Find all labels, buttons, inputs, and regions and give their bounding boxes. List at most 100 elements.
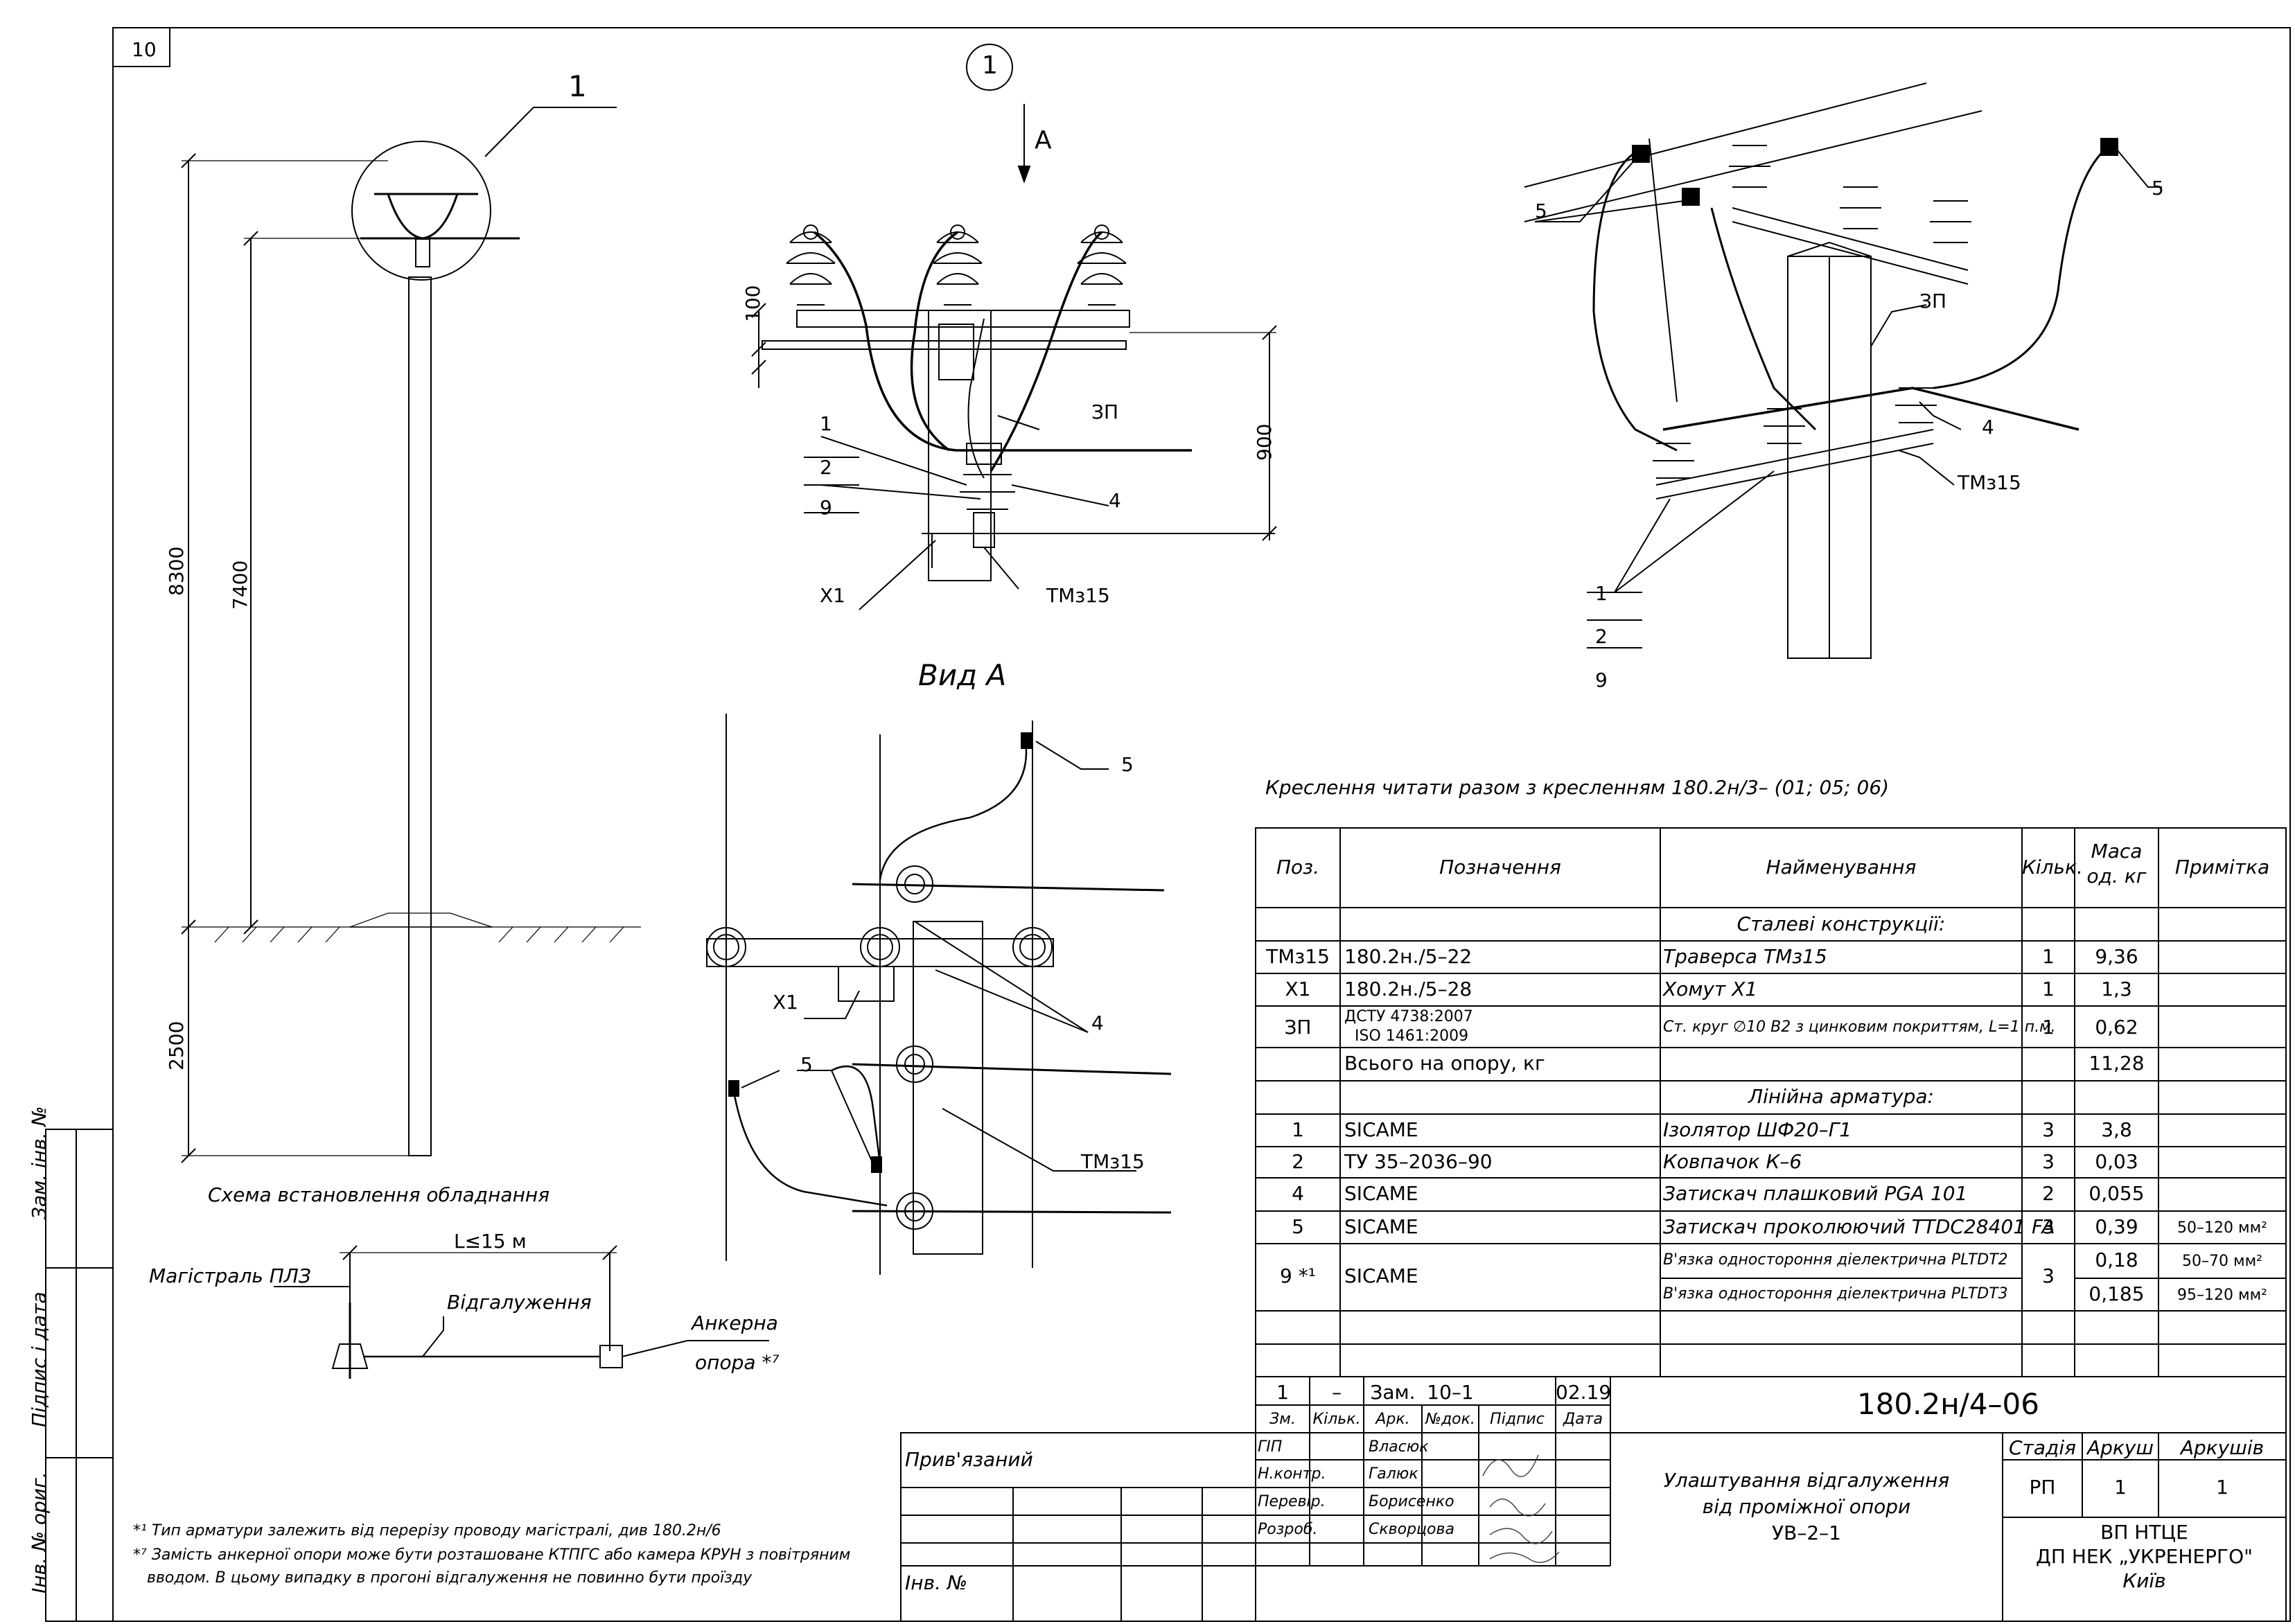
stage-value: РП (2029, 1476, 2056, 1499)
steel-row-qty: 1 (2042, 978, 2055, 1000)
iso-label-1: 1 (1595, 582, 1608, 605)
vid-a-label-x1: Х1 (773, 991, 798, 1014)
line-row-note: 50–70 мм² (2182, 1253, 2262, 1270)
stamp-pidpys: Підпис і дата (28, 1291, 51, 1427)
title-line-1: Улаштування відгалуження (1663, 1469, 1950, 1492)
name-perevir: Борисенко (1369, 1493, 1454, 1510)
th-designation: Позначення (1439, 856, 1561, 879)
role-rozrob: Розроб. (1258, 1521, 1318, 1538)
steel-row-mass: 0,62 (2095, 1016, 2138, 1039)
th-pos: Поз. (1276, 856, 1319, 879)
steel-row-designation: 180.2н./5–22 (1344, 945, 1472, 968)
line-row-mass: 0,18 (2095, 1248, 2138, 1271)
rev-d: 10–1 (1427, 1381, 1474, 1404)
inv-no-label: Інв. № (905, 1571, 967, 1594)
scheme-caption: Схема встановлення обладнання (208, 1183, 550, 1206)
sheet-value: 1 (2114, 1476, 2127, 1499)
note-read-together: Креслення читати разом з кресленням 180.… (1265, 776, 1890, 799)
hdr-pidpys: Підпис (1490, 1411, 1545, 1428)
line-row-pos: 2 (1292, 1150, 1304, 1173)
label-4: 4 (1109, 489, 1121, 512)
line-row-mass: 0,185 (2089, 1282, 2145, 1305)
rev-f: 02.19 (1556, 1381, 1612, 1404)
hdr-kilk: Кільк. (1312, 1411, 1361, 1428)
footnote-7a: *⁷ Замість анкерної опори може бути розт… (133, 1546, 851, 1564)
name-gip: Власюк (1369, 1438, 1429, 1456)
iso-label-5-right: 5 (2152, 177, 2164, 200)
line-row-qty: 3 (2042, 1118, 2055, 1141)
line-row-designation: SICAME (1344, 1215, 1418, 1238)
label-tmz15: ТМз15 (1046, 584, 1110, 607)
line-row-pos: 5 (1292, 1215, 1304, 1238)
steel-row-name: Траверса ТМз15 (1663, 945, 1827, 968)
line-row-name: Ізолятор ШФ20–Г1 (1663, 1118, 1852, 1141)
vid-a-label-5-bottom: 5 (800, 1053, 813, 1076)
th-mass: Маса (2091, 840, 2143, 863)
hdr-zm: Зм. (1269, 1411, 1296, 1428)
label-1: 1 (820, 412, 832, 435)
line-row-designation: SICAME (1344, 1182, 1418, 1205)
sheet-corner-number: 10 (132, 38, 157, 61)
steel-row-name: Ст. круг ∅10 В2 з цинковим покриттям, L=… (1663, 1018, 2056, 1036)
view-arrow-label: A (1035, 126, 1052, 155)
name-nkontr: Галюк (1369, 1465, 1418, 1483)
dim-8300: 8300 (165, 546, 188, 596)
line-row-qty: 3 (2042, 1150, 2055, 1173)
line-row-qty: 3 (2042, 1215, 2055, 1238)
line-row-name: Затискач проколюючий TTDC28401 FA (1663, 1215, 2055, 1238)
doc-code: 180.2н/4–06 (1856, 1387, 2039, 1421)
line-row-note: 50–120 мм² (2177, 1219, 2267, 1237)
rev-a: 1 (1276, 1381, 1289, 1404)
line-row-pos: 1 (1292, 1118, 1304, 1141)
steel-row-qty: 1 (2042, 1016, 2055, 1039)
line-row-name: Ковпачок К–6 (1663, 1150, 1802, 1173)
stamp-inv-orig: Інв. № ориг. (28, 1472, 51, 1594)
org-line-2: ДП НЕК „УКРЕНЕРГО" (2035, 1545, 2253, 1568)
line-row-pos: 9 *¹ (1280, 1264, 1316, 1287)
line-row-name: В'язка одностороння діелектрична PLTDT3 (1663, 1285, 2008, 1303)
attached-label: Прив'язаний (905, 1448, 1033, 1471)
label-2: 2 (820, 456, 832, 479)
th-name: Найменування (1766, 856, 1917, 879)
line-row-mass: 0,03 (2095, 1150, 2138, 1173)
vid-a-label-tmz15: ТМз15 (1081, 1150, 1145, 1173)
callout-main: 1 (568, 69, 587, 103)
branch-main-line: Магістраль ПЛЗ (149, 1264, 311, 1287)
steel-row-pos: ТМз15 (1266, 945, 1330, 968)
branch-anchor: Анкерна (692, 1312, 778, 1334)
role-nkontr: Н.контр. (1258, 1465, 1326, 1483)
total-row-mass: 11,28 (2089, 1052, 2145, 1075)
iso-label-2: 2 (1595, 625, 1608, 648)
steel-row-designation: ДСТУ 4738:2007 (1344, 1008, 1473, 1025)
iso-label-4: 4 (1982, 416, 1994, 439)
view-a-title: Вид А (918, 658, 1007, 692)
steel-row-pos: Х1 (1285, 978, 1311, 1000)
th-mass-unit: од. кг (2086, 865, 2147, 888)
branch-anchor-2: опора *⁷ (695, 1351, 780, 1374)
steel-row-mass: 9,36 (2095, 945, 2138, 968)
steel-row-mass: 1,3 (2101, 978, 2132, 1000)
total-row-label: Всього на опору, кг (1344, 1052, 1545, 1075)
role-perevir: Перевір. (1258, 1493, 1326, 1510)
line-row-name: В'язка одностороння діелектрична PLTDT2 (1663, 1251, 2008, 1269)
hdr-sheets: Аркушів (2180, 1436, 2265, 1459)
iso-label-5-left: 5 (1535, 200, 1547, 222)
line-row-qty: 2 (2042, 1182, 2055, 1205)
hdr-sheet: Аркуш (2086, 1436, 2154, 1459)
line-row-designation: SICAME (1344, 1118, 1418, 1141)
hdr-stage: Стадія (2008, 1436, 2076, 1459)
title-line-2: від проміжної опори (1702, 1495, 1911, 1518)
steel-row-name: Хомут Х1 (1663, 978, 1758, 1000)
hdr-ndok: №док. (1425, 1411, 1475, 1428)
label-9: 9 (820, 496, 832, 519)
role-gip: ГІП (1258, 1438, 1283, 1456)
vid-a-label-5-top: 5 (1121, 753, 1134, 776)
iso-label-zp: ЗП (1919, 290, 1947, 312)
stamp-zam-inv: Зам. інв. № (28, 1106, 51, 1219)
line-row-mass: 0,055 (2089, 1182, 2145, 1205)
org-line-3: Київ (2122, 1569, 2166, 1592)
footnote-7b: вводом. В цьому випадку в прогоні відгал… (147, 1569, 753, 1587)
line-row-designation: SICAME (1344, 1264, 1418, 1287)
steel-row-qty: 1 (2042, 945, 2055, 968)
